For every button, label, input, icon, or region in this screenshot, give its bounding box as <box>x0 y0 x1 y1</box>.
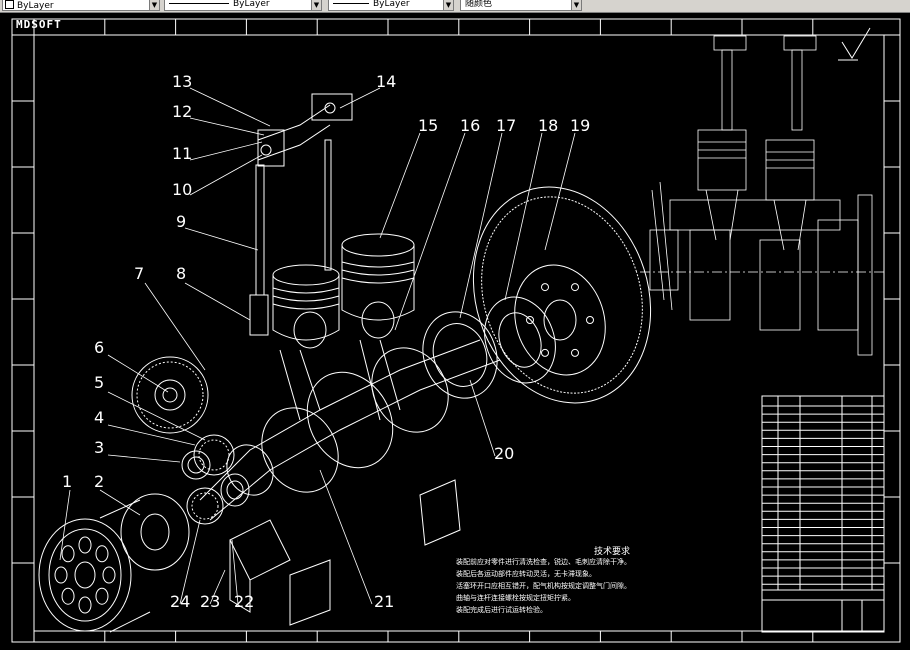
color-combo-value: ByLayer <box>17 1 54 11</box>
part-label-17: 17 <box>496 116 517 135</box>
note-line: 曲轴与连杆连接螺栓按规定扭矩拧紧。 <box>456 594 575 602</box>
side-view-assembly <box>640 35 884 356</box>
lineweight-combo-value: ByLayer <box>373 0 410 9</box>
part-label-7: 7 <box>134 264 145 283</box>
part-label-8: 8 <box>176 264 187 283</box>
inner-frame <box>33 34 885 632</box>
bearing-caps <box>229 479 461 626</box>
part-label-23: 23 <box>200 592 221 611</box>
technical-requirements-title: 技术要求 <box>594 547 631 557</box>
linetype-combo-value: ByLayer <box>233 0 270 9</box>
part-label-11: 11 <box>172 144 193 163</box>
front-gears-and-pulley <box>38 356 235 633</box>
part-label-14: 14 <box>376 72 397 91</box>
technical-requirements: 装配前应对零件进行清洗检查，锐边、毛刺应清除干净。 装配后各运动部件应转动灵活，… <box>456 556 666 616</box>
drawing-canvas[interactable] <box>0 12 910 650</box>
title-block <box>761 395 885 633</box>
chevron-down-icon[interactable]: ▼ <box>443 0 453 10</box>
part-label-21: 21 <box>374 592 395 611</box>
plotstyle-combo-value: 随颜色 <box>465 0 493 9</box>
crankshaft <box>199 339 501 521</box>
note-line: 装配完成后进行试运转检验。 <box>456 606 547 614</box>
part-label-13: 13 <box>172 72 193 91</box>
part-label-1: 1 <box>62 472 73 491</box>
leader-lines <box>59 87 576 605</box>
part-label-22: 22 <box>234 592 255 611</box>
part-label-9: 9 <box>176 212 187 231</box>
note-line: 装配后各运动部件应转动灵活，无卡滞现象。 <box>456 570 596 578</box>
chevron-down-icon[interactable]: ▼ <box>311 0 321 10</box>
note-line: 装配前应对零件进行清洗检查，锐边、毛刺应清除干净。 <box>456 558 631 566</box>
part-label-4: 4 <box>94 408 105 427</box>
note-line: 活塞环开口应相互错开，配气机构按规定调整气门间隙。 <box>456 582 631 590</box>
part-label-16: 16 <box>460 116 481 135</box>
software-logo: MDSOFT <box>16 18 62 31</box>
color-combo[interactable]: ByLayer ▼ <box>2 0 160 11</box>
part-label-19: 19 <box>570 116 591 135</box>
part-label-18: 18 <box>538 116 559 135</box>
lineweight-combo[interactable]: ByLayer ▼ <box>328 0 454 11</box>
part-label-12: 12 <box>172 102 193 121</box>
part-label-10: 10 <box>172 180 193 199</box>
zone-ticks <box>12 19 900 642</box>
linetype-combo[interactable]: ByLayer ▼ <box>164 0 322 11</box>
connecting-rods <box>279 301 401 421</box>
outer-frame <box>11 18 901 643</box>
flywheel-assembly <box>422 186 652 404</box>
chevron-down-icon[interactable]: ▼ <box>571 0 581 10</box>
part-label-5: 5 <box>94 373 105 392</box>
color-swatch-icon <box>5 0 14 9</box>
part-label-2: 2 <box>94 472 105 491</box>
valve-train <box>249 93 353 336</box>
pistons <box>272 233 415 341</box>
toolbar: ByLayer ▼ ByLayer ▼ ByLayer ▼ 随颜色 ▼ <box>0 0 910 13</box>
part-label-24: 24 <box>170 592 191 611</box>
part-label-6: 6 <box>94 338 105 357</box>
plotstyle-combo[interactable]: 随颜色 ▼ <box>460 0 582 11</box>
part-label-15: 15 <box>418 116 439 135</box>
part-label-3: 3 <box>94 438 105 457</box>
roughness-symbol <box>838 27 871 61</box>
chevron-down-icon[interactable]: ▼ <box>149 0 159 10</box>
part-label-20: 20 <box>494 444 515 463</box>
